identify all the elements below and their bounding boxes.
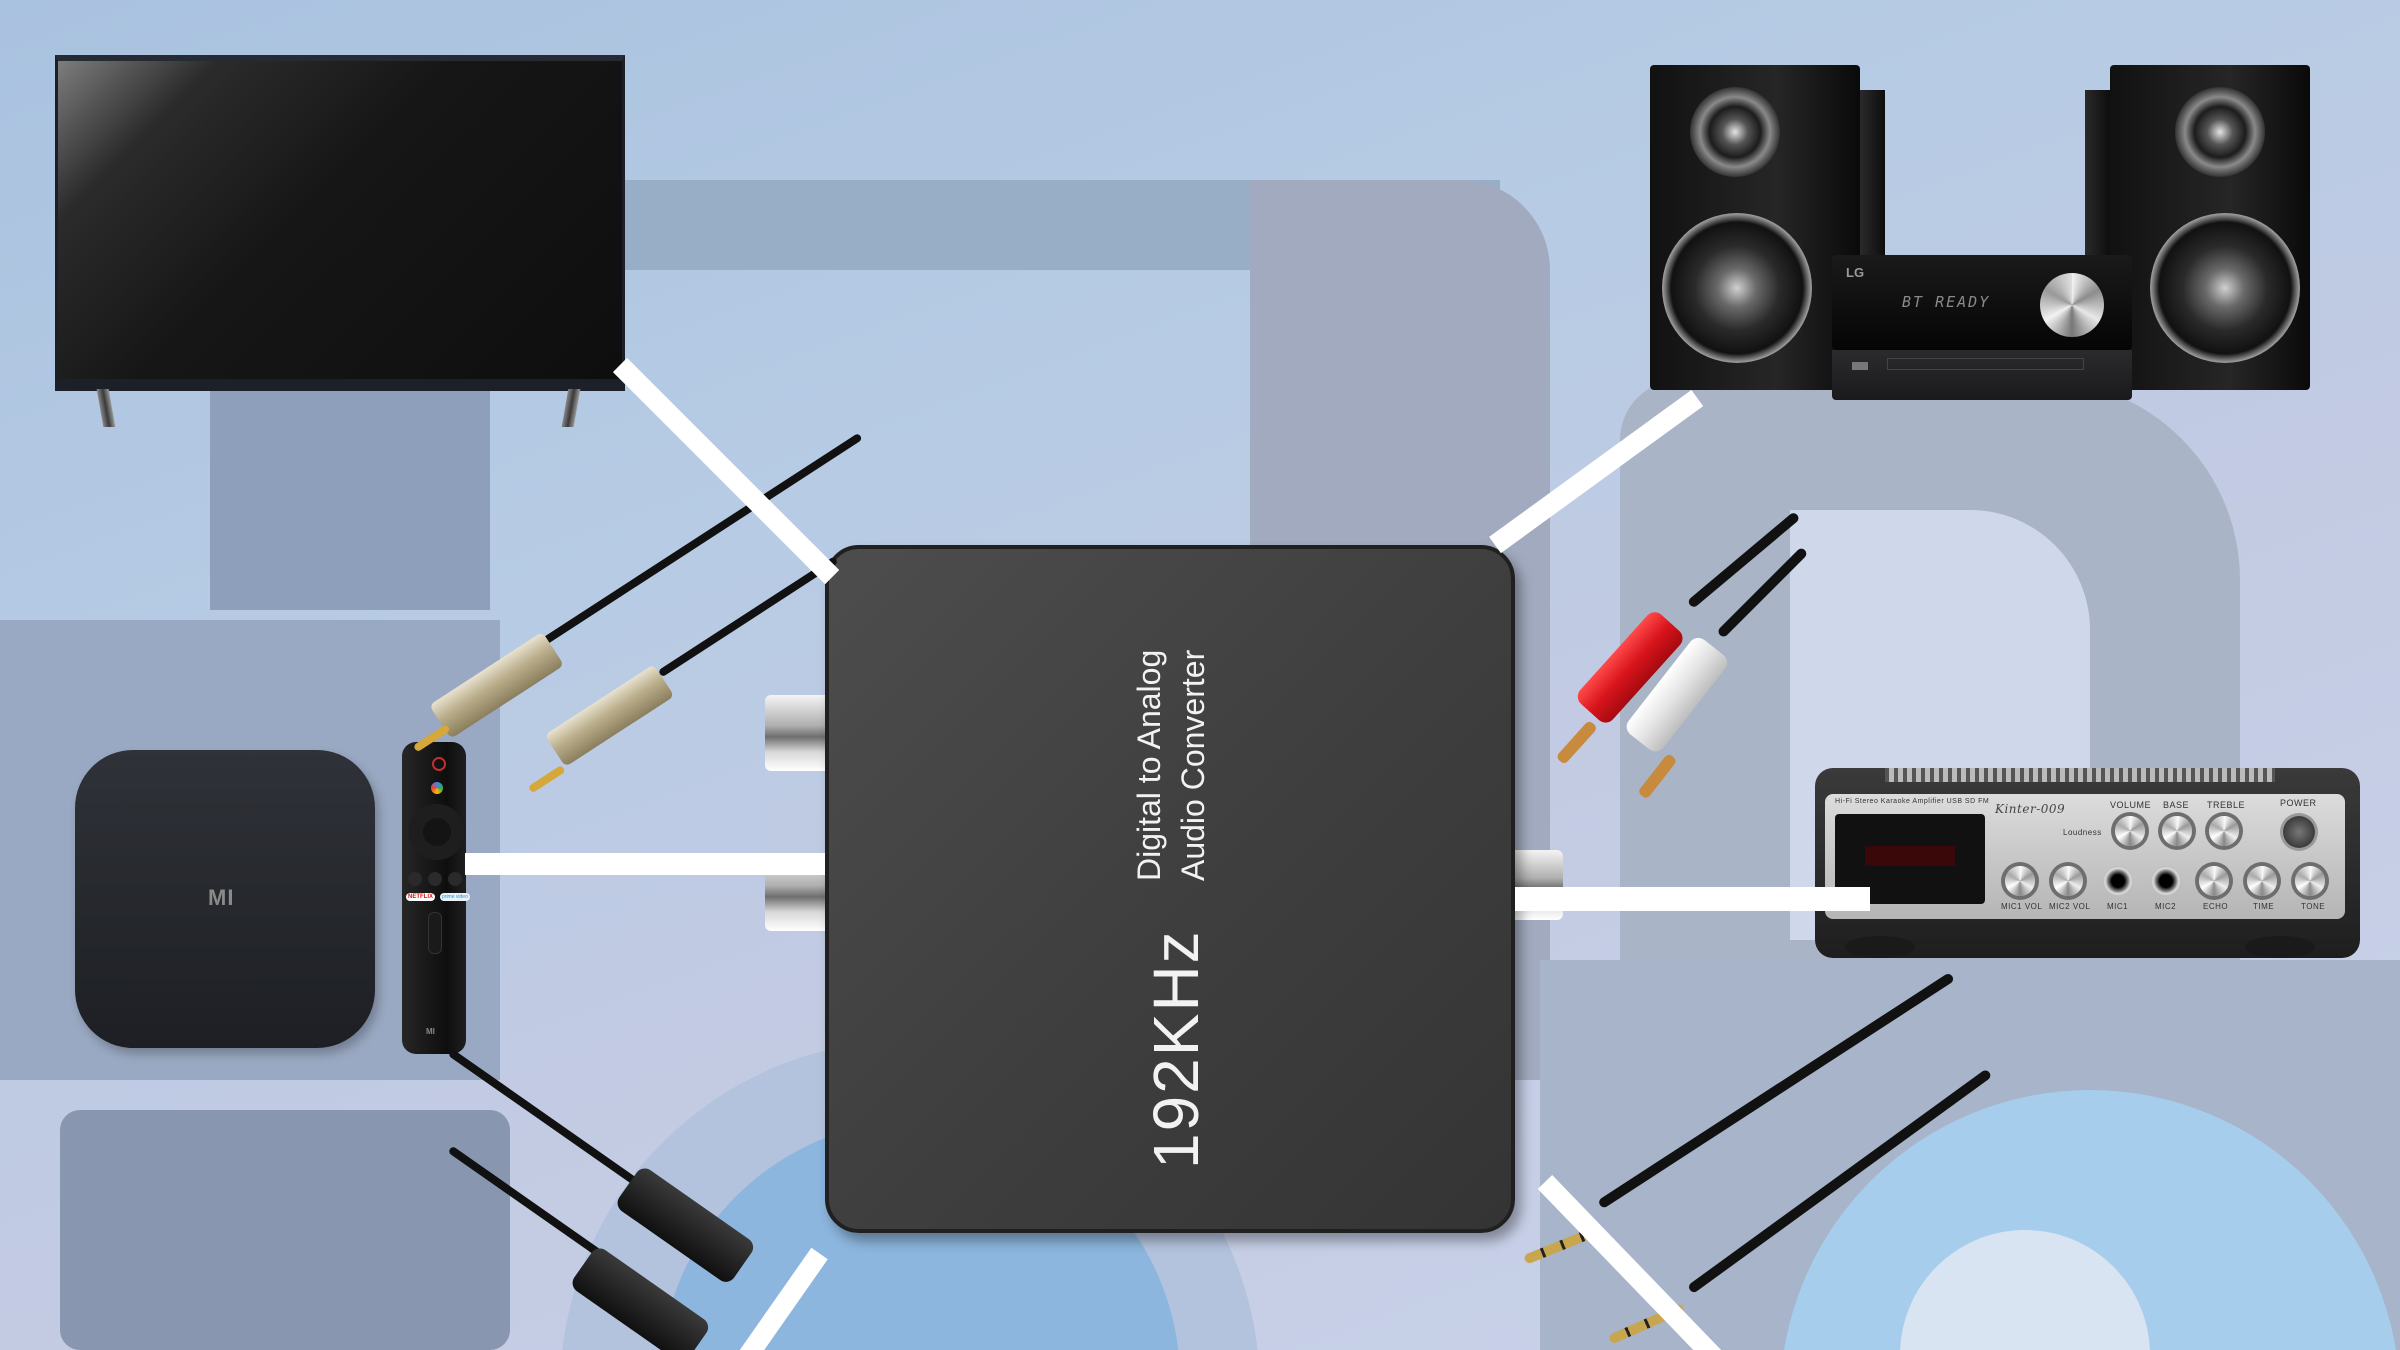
coaxial-cable-2 [657, 556, 839, 678]
volume-label: VOLUME [2110, 800, 2152, 810]
mic2-jack[interactable] [2151, 866, 2181, 896]
menu-button[interactable] [408, 872, 422, 886]
rca-pin-red [1555, 719, 1598, 766]
time-label: TIME [2253, 902, 2275, 911]
coaxial-pin-2 [527, 764, 566, 794]
power-button[interactable] [2283, 816, 2315, 848]
stereo-cd-tray [1832, 350, 2132, 400]
prime-video-button[interactable]: prime video [440, 893, 470, 901]
mic2-vol-knob[interactable] [2053, 866, 2083, 896]
treble-label: TREBLE [2207, 800, 2246, 810]
stereo-main-unit: LG BT READY [1832, 255, 2132, 350]
woofer [2150, 213, 2300, 363]
home-button[interactable] [448, 872, 462, 886]
left-speaker [1650, 65, 1860, 390]
power-label: POWER [2280, 798, 2317, 808]
karaoke-amplifier: Hi-Fi Stereo Karaoke Amplifier USB SD FM… [1815, 768, 2360, 958]
echo-knob[interactable] [2199, 866, 2229, 896]
mic1-vol-knob[interactable] [2005, 866, 2035, 896]
bg-shape-bottom-left [60, 1110, 510, 1350]
dpad[interactable] [409, 804, 465, 860]
converter-title-line2: Audio Converter [1175, 649, 1211, 881]
amp-vent [1885, 768, 2275, 782]
connector-line-mediabox [465, 853, 825, 875]
stereo-display: BT READY [1902, 293, 1991, 311]
bg-shape-left-block [210, 370, 490, 610]
remote-control: NETFLIX prime video MI [402, 742, 470, 1054]
loudness-label: Loudness [2063, 828, 2102, 837]
assistant-button-icon[interactable] [431, 782, 443, 794]
mic2-label: MIC2 [2155, 902, 2177, 911]
amp-led-readout [1865, 846, 1955, 866]
netflix-button[interactable]: NETFLIX [406, 893, 435, 901]
amp-header: Hi-Fi Stereo Karaoke Amplifier USB SD FM [1835, 798, 1990, 805]
stereo-system: LG BT READY [1650, 60, 2310, 410]
back-button[interactable] [428, 872, 442, 886]
volume-knob[interactable] [2040, 273, 2104, 337]
tv-right-leg [561, 389, 581, 427]
tweeter [2175, 87, 2265, 177]
mic1-label: MIC1 [2107, 902, 2129, 911]
tweeter [1690, 87, 1780, 177]
amp-foot-left [1845, 936, 1915, 958]
woofer [1662, 213, 1812, 363]
connector-line-amplifier [1515, 887, 1870, 911]
amp-model: Kinter-009 [1995, 802, 2066, 816]
converter-frequency: 192KHz [1140, 929, 1212, 1169]
cd-slot [1887, 358, 2084, 370]
mic2-vol-label: MIC2 VOL [2049, 902, 2091, 911]
converter-title-line1: Digital to Analog [1131, 649, 1167, 881]
amp-foot-right [2245, 936, 2315, 958]
echo-label: ECHO [2203, 902, 2229, 911]
base-knob[interactable] [2162, 816, 2192, 846]
time-knob[interactable] [2247, 866, 2277, 896]
media-box-logo: MI [208, 885, 235, 910]
remote-logo: MI [426, 1027, 435, 1036]
tv-screen [55, 55, 625, 384]
tv-left-leg [96, 389, 116, 427]
amp-front-panel: Hi-Fi Stereo Karaoke Amplifier USB SD FM… [1825, 794, 2345, 919]
tone-label: TONE [2301, 902, 2326, 911]
treble-knob[interactable] [2209, 816, 2239, 846]
stereo-brand-logo: LG [1846, 265, 1865, 280]
power-button-icon[interactable] [432, 757, 446, 771]
rca-jack-upper [765, 695, 830, 771]
base-label: BASE [2163, 800, 2190, 810]
volume-rocker[interactable] [428, 912, 442, 954]
mic1-vol-label: MIC1 VOL [2001, 902, 2043, 911]
volume-knob[interactable] [2115, 816, 2145, 846]
dac-converter: 192KHz Digital to Analog Audio Converter [825, 545, 1515, 1233]
media-box: MI [75, 750, 375, 1048]
right-speaker [2110, 65, 2310, 390]
television [55, 55, 627, 427]
coaxial-plug-2 [544, 664, 675, 767]
mic1-jack[interactable] [2103, 866, 2133, 896]
tone-knob[interactable] [2295, 866, 2325, 896]
usb-port [1852, 362, 1868, 370]
tv-bottom-bezel [55, 379, 625, 391]
